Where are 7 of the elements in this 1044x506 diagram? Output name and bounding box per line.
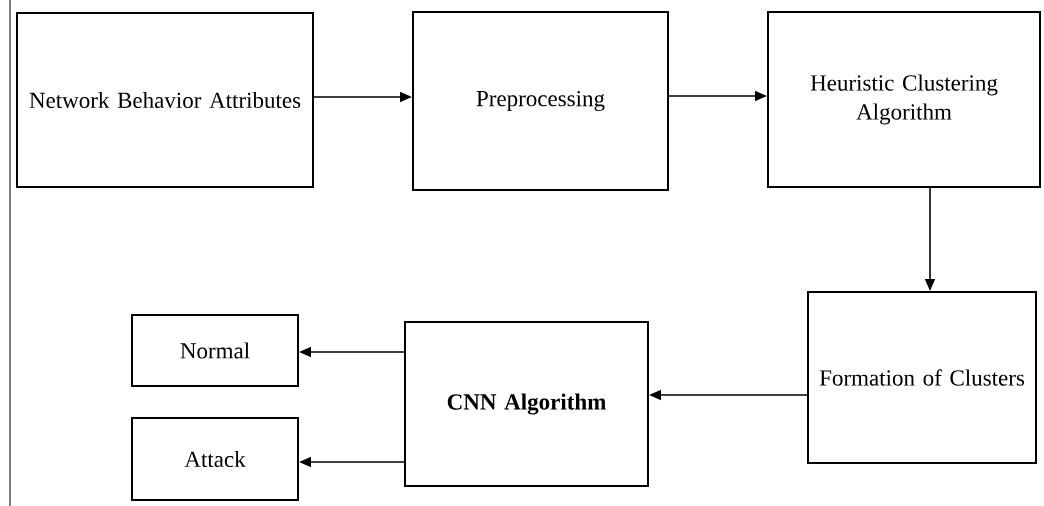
process-box: Formation of Clusters bbox=[807, 291, 1037, 464]
process-box: Normal bbox=[131, 314, 299, 387]
process-box: Attack bbox=[131, 417, 299, 501]
process-box: Heuristic Clustering Algorithm bbox=[767, 11, 1041, 188]
process-box: Network Behavior Attributes bbox=[16, 12, 314, 188]
process-box: Preprocessing bbox=[412, 11, 669, 191]
process-box: CNN Algorithm bbox=[404, 321, 649, 487]
